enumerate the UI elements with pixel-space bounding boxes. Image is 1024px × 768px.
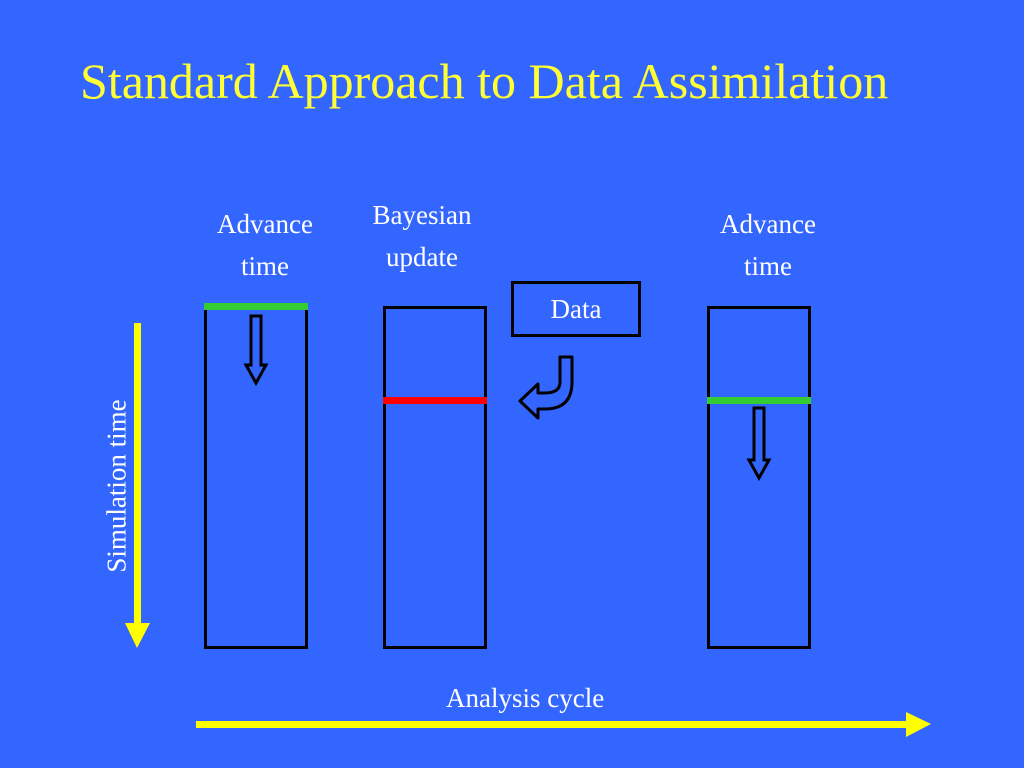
red-marker-update — [383, 397, 487, 404]
green-marker-left — [204, 303, 308, 310]
label-line: Advance — [720, 209, 816, 239]
simulation-time-axis-shaft — [134, 323, 141, 625]
analysis-cycle-axis-shaft — [196, 721, 908, 728]
slide-title: Standard Approach to Data Assimilation — [80, 53, 889, 109]
column-bayesian-update — [383, 306, 487, 649]
analysis-cycle-label: Analysis cycle — [446, 683, 605, 713]
label-line: Advance — [217, 209, 313, 239]
data-box: Data — [511, 281, 641, 337]
label-line: time — [744, 251, 792, 281]
label-line: update — [386, 242, 458, 272]
advance-time-label-right: Advance time — [698, 203, 838, 287]
green-marker-right — [707, 397, 811, 404]
column-advance-right — [707, 306, 811, 649]
simulation-time-label: Simulation time — [101, 399, 132, 573]
advance-time-label-left: Advance time — [195, 203, 335, 287]
label-line: time — [241, 251, 289, 281]
curved-arrow-icon — [518, 355, 574, 420]
analysis-cycle-axis-arrowhead-icon — [906, 712, 931, 737]
bayesian-update-label: Bayesian update — [352, 194, 492, 278]
down-arrow-icon — [243, 314, 269, 387]
down-arrow-icon — [746, 406, 772, 482]
label-line: Bayesian — [372, 200, 472, 230]
simulation-time-axis-arrowhead-icon — [125, 623, 150, 648]
